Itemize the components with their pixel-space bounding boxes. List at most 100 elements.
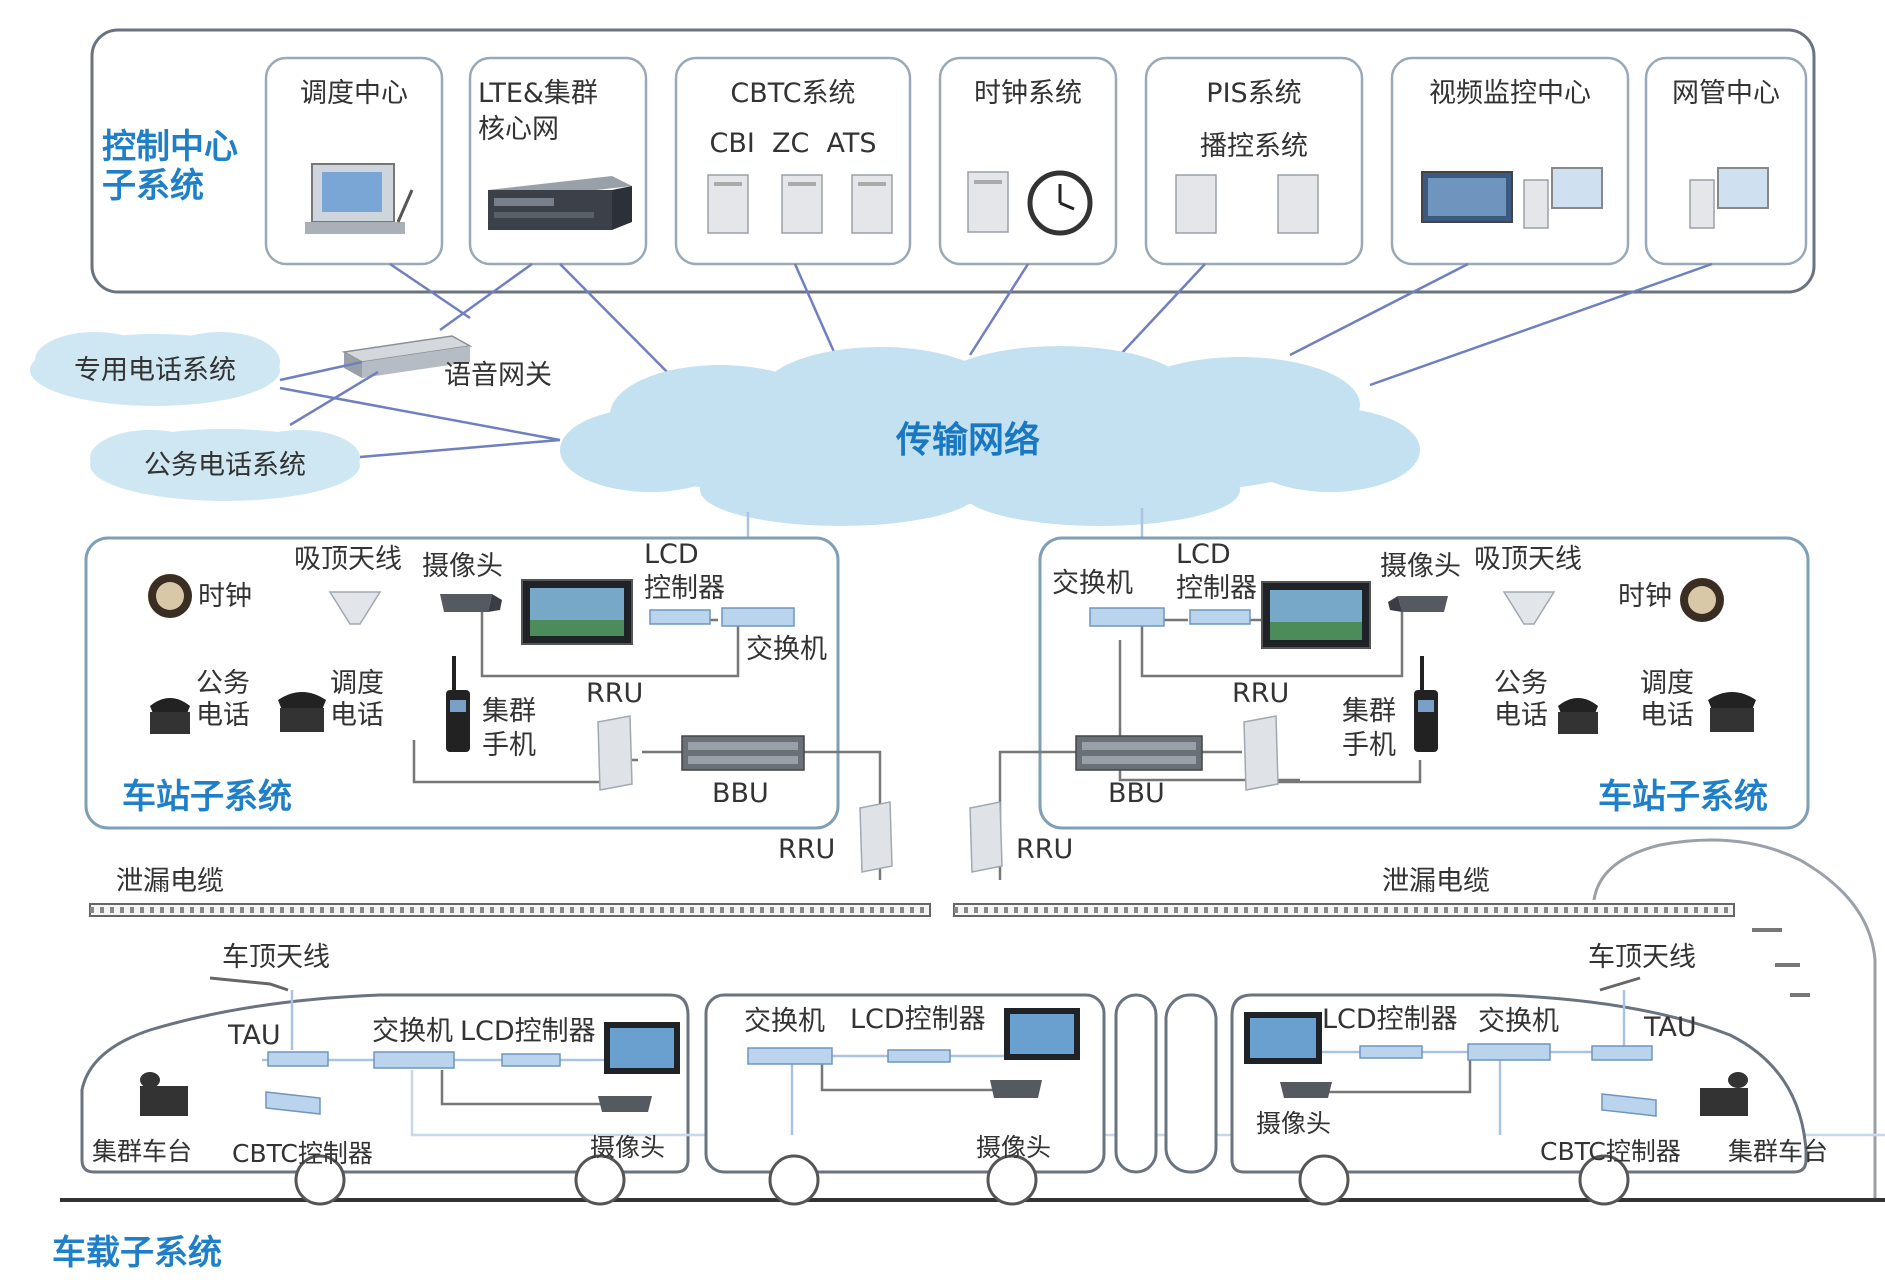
trackside-rru-left-icon — [859, 801, 893, 873]
transport-network-label: 传输网络 — [895, 419, 1040, 461]
left-switch-icon — [721, 607, 795, 627]
right-trunk-handset-icon — [1414, 656, 1438, 752]
right-rru-label: RRU — [1232, 678, 1289, 709]
pis-server-icon-2 — [1277, 174, 1319, 234]
roof-antenna-right-icon — [1599, 976, 1641, 992]
left-lcd-screen-icon — [521, 579, 633, 645]
right-bbu-icon — [1075, 735, 1203, 771]
pis-sublabel: 播控系统 — [1200, 131, 1308, 162]
right-rru-icon — [1243, 715, 1279, 791]
left-public-phone-label-line2: 电话 — [196, 700, 250, 731]
car-2-wheel-rear — [986, 1154, 1038, 1206]
leaky-cable-right-label: 泄漏电缆 — [1382, 866, 1490, 897]
car1-lcd-screen-icon — [604, 1022, 680, 1074]
car2-switch-icon — [747, 1047, 833, 1065]
train-car-1 — [80, 993, 690, 1174]
left-trunk-handset-icon — [446, 656, 470, 752]
private-phone-cloud — [30, 332, 280, 406]
right-public-phone-label-line2: 电话 — [1494, 700, 1548, 731]
car2-lcd-screen-icon — [1004, 1008, 1080, 1060]
right-lcd-controller-label-line2: 控制器 — [1176, 573, 1257, 604]
tunnel-outline — [1592, 838, 1877, 1200]
car2-camera-label: 摄像头 — [976, 1133, 1051, 1162]
car1-lcd-label: LCD控制器 — [460, 1016, 596, 1047]
car-2-wheel-front — [768, 1154, 820, 1206]
right-trunk-handset-label-line2: 手机 — [1342, 730, 1396, 761]
right-dispatch-phone-label-line2: 电话 — [1640, 700, 1694, 731]
car3-lcd-screen-icon — [1244, 1012, 1322, 1064]
right-camera-icon — [1388, 596, 1448, 612]
car3-camera-label: 摄像头 — [1256, 1109, 1331, 1138]
car3-tau-label: TAU — [1643, 1012, 1697, 1043]
car-3-wheel-rear — [1578, 1154, 1630, 1206]
car3-trunk-radio-icon — [1700, 1072, 1748, 1116]
leaky-cable-left — [89, 903, 931, 917]
pis-label: PIS系统 — [1206, 78, 1301, 109]
right-ceiling-antenna-label: 吸顶天线 — [1474, 544, 1582, 575]
voice-gateway-label: 语音网关 — [444, 360, 552, 391]
wall-clock-icon — [1027, 170, 1093, 236]
right-public-phone-label-line1: 公务 — [1494, 668, 1548, 699]
gangway-1 — [1114, 993, 1158, 1174]
car2-camera-icon — [990, 1080, 1042, 1098]
car3-switch-icon — [1467, 1043, 1551, 1061]
private-phone-label: 专用电话系统 — [74, 355, 236, 386]
left-dispatch-phone-label-line2: 电话 — [330, 700, 384, 731]
car3-lcd-label: LCD控制器 — [1322, 1004, 1458, 1035]
lte-core-label-line1: LTE&集群 — [478, 78, 598, 109]
trackside-rru-right-label: RRU — [1016, 834, 1073, 865]
right-station-title: 车站子系统 — [1598, 777, 1768, 817]
right-clock-icon — [1680, 578, 1724, 622]
car-1-wheel-front — [294, 1154, 346, 1206]
right-switch-icon — [1089, 607, 1165, 627]
transport-network-cloud — [560, 346, 1420, 526]
trackside-rru-right-icon — [969, 801, 1003, 873]
car3-switch-label: 交换机 — [1478, 1006, 1559, 1037]
car3-lcd-controller-icon — [1359, 1045, 1423, 1059]
public-phone-cloud — [90, 429, 360, 501]
public-phone-label: 公务电话系统 — [144, 450, 306, 481]
car1-tau-icon — [267, 1051, 329, 1067]
car1-camera-icon — [598, 1096, 652, 1112]
dispatch-center-label: 调度中心 — [300, 78, 408, 109]
car3-cbtc-label: CBTC控制器 — [1540, 1137, 1681, 1166]
trackside-rru-left-label: RRU — [778, 834, 835, 865]
car3-tau-icon — [1591, 1045, 1653, 1061]
onboard-subsystem-title: 车载子系统 — [52, 1233, 222, 1273]
car1-switch-icon — [373, 1051, 455, 1069]
gangway-2 — [1164, 993, 1218, 1174]
network-management-module — [1644, 56, 1808, 266]
left-camera-icon — [440, 594, 502, 612]
right-bbu-label: BBU — [1108, 778, 1165, 809]
leaky-cable-left-label: 泄漏电缆 — [116, 866, 224, 897]
right-trunk-handset-label-line1: 集群 — [1342, 696, 1396, 727]
control-center-title-line2: 子系统 — [102, 166, 204, 206]
left-clock-icon — [148, 574, 192, 618]
car1-lcd-controller-icon — [501, 1053, 561, 1067]
right-dispatch-phone-label-line1: 调度 — [1640, 668, 1694, 699]
clock-server-icon — [967, 171, 1009, 233]
network-management-label: 网管中心 — [1672, 78, 1780, 109]
ats-server-icon — [851, 174, 893, 234]
left-dispatch-phone-icon — [278, 692, 326, 732]
right-lcd-controller-label-line1: LCD — [1176, 539, 1231, 570]
car1-trunk-radio-label: 集群车台 — [92, 1137, 192, 1166]
right-lcd-screen-icon — [1261, 581, 1371, 649]
left-switch-label: 交换机 — [746, 634, 827, 665]
roof-antenna-left-icon — [209, 976, 289, 992]
right-camera-label: 摄像头 — [1380, 551, 1461, 582]
video-wall-icon — [1421, 171, 1513, 223]
clock-system-label: 时钟系统 — [974, 78, 1082, 109]
zc-server-icon — [781, 174, 823, 234]
monitor-workstation-icon — [1523, 167, 1603, 229]
right-clock-label: 时钟 — [1618, 581, 1672, 612]
right-switch-label: 交换机 — [1052, 568, 1133, 599]
left-public-phone-label-line1: 公务 — [196, 668, 250, 699]
right-dispatch-phone-icon — [1708, 692, 1756, 732]
car2-lcd-label: LCD控制器 — [850, 1004, 986, 1035]
car3-camera-icon — [1280, 1082, 1332, 1098]
left-clock-label: 时钟 — [198, 581, 252, 612]
car1-switch-label: 交换机 — [372, 1016, 453, 1047]
cbtc-sublabel: CBI ZC ATS — [709, 128, 876, 159]
